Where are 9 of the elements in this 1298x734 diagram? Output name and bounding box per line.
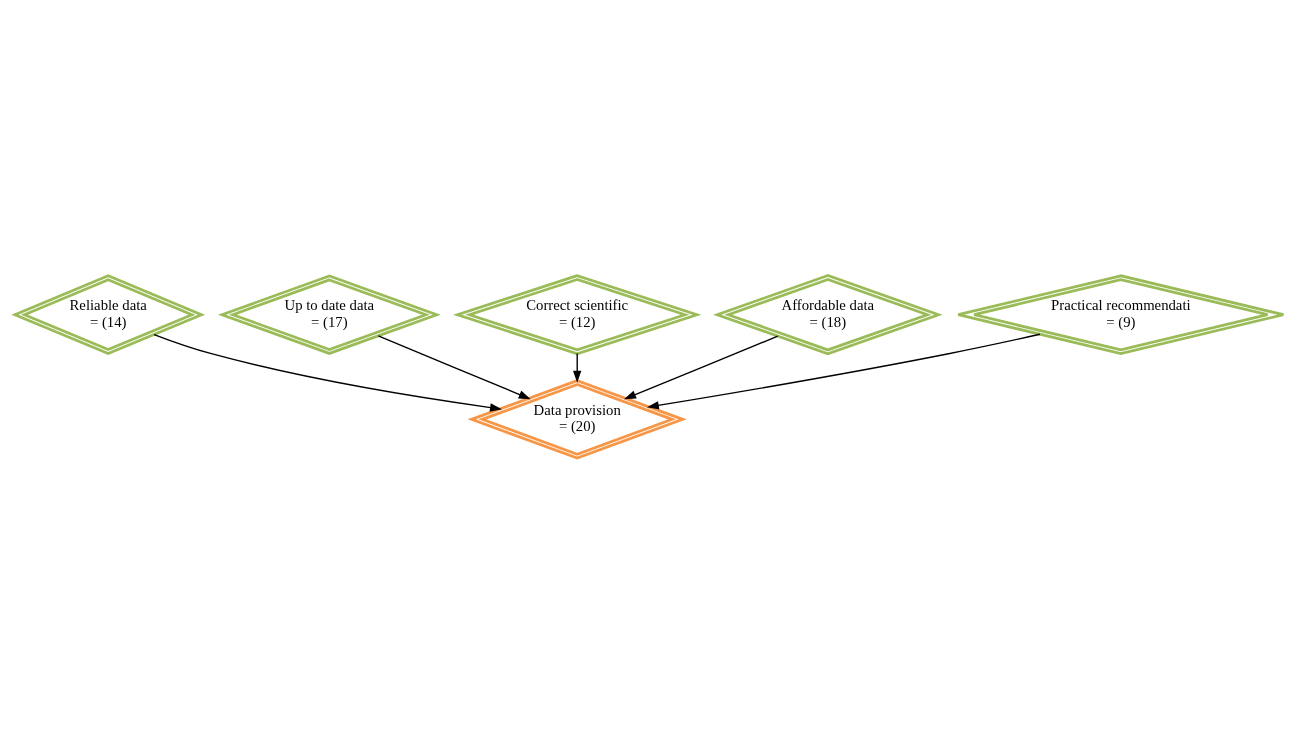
node-diamond: Up to date data = (17) [217, 274, 441, 355]
arrow [624, 335, 779, 400]
arrow [377, 335, 531, 400]
node-diamond: Data provision = (20) [467, 379, 687, 460]
arrow [646, 333, 1041, 410]
node-diamond: Correct scientific = (12) [453, 274, 702, 356]
node-diamond: Affordable data = (18) [713, 274, 943, 356]
arrow [153, 333, 503, 412]
node-diamond: Reliable data = (14) [11, 274, 206, 356]
